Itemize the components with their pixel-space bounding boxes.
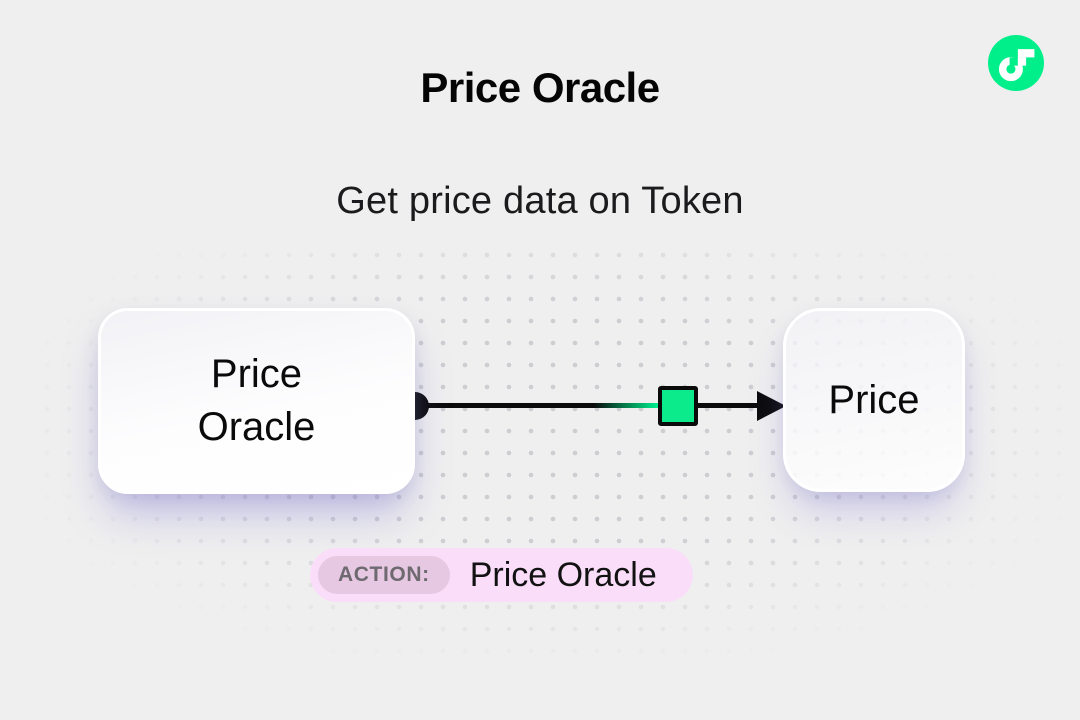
node-price[interactable]: Price [783,308,965,492]
node-label: Price [828,377,920,422]
action-badge-value: Price Oracle [469,555,657,594]
node-label: Price Oracle [197,352,316,449]
action-badge: ACTION: Price Oracle [310,548,693,602]
node-price-oracle[interactable]: Price Oracle [98,308,415,494]
edge-line [415,403,759,408]
action-badge-label: ACTION: [318,556,450,594]
flow-logo-icon [988,35,1044,91]
edge-data-packet [658,386,698,426]
edge-arrowhead-icon [757,391,786,421]
page-subtitle: Get price data on Token [336,180,744,222]
page-title: Price Oracle [420,64,660,111]
